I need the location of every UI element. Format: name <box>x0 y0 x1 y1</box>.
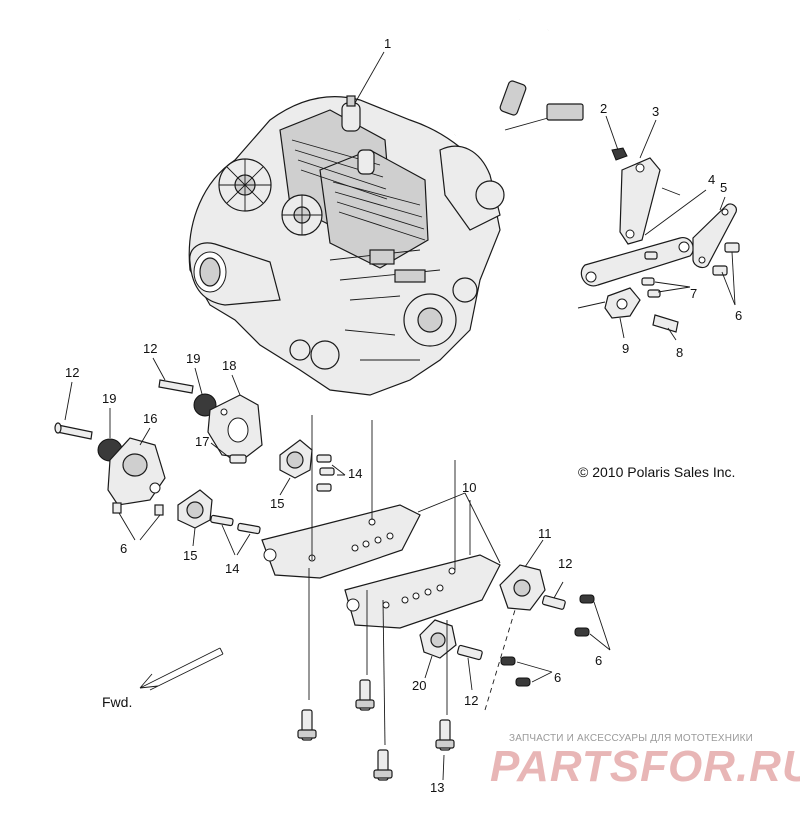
watermark-logo: PARTSFOR.RU <box>490 742 800 791</box>
callout-14-upper: 14 <box>348 466 362 481</box>
callout-7: 7 <box>690 286 697 301</box>
callout-19-upper: 19 <box>186 351 200 366</box>
callout-17: 17 <box>195 434 209 449</box>
watermark-tagline: ЗАПЧАСТИ И АКСЕССУАРЫ ДЛЯ МОТОТЕХНИКИ <box>509 733 754 744</box>
right-bolt-group <box>456 581 611 711</box>
callout-16: 16 <box>143 411 157 426</box>
callout-19-left: 19 <box>102 391 116 406</box>
callout-8: 8 <box>676 345 683 360</box>
callout-12-right: 12 <box>558 556 572 571</box>
callout-6-right-upper: 6 <box>595 653 602 668</box>
callout-12-bottom: 12 <box>464 693 478 708</box>
callout-6-upper: 6 <box>735 308 742 323</box>
callout-9: 9 <box>622 341 629 356</box>
callout-10: 10 <box>462 480 476 495</box>
callout-6-left: 6 <box>120 541 127 556</box>
callout-3: 3 <box>652 104 659 119</box>
callout-15-upper: 15 <box>270 496 284 511</box>
callout-14-lower: 14 <box>225 561 239 576</box>
rubber-mount-upper <box>279 439 346 492</box>
rubber-mount-lower <box>177 489 261 556</box>
mount-20 <box>419 619 457 679</box>
callout-12-left: 12 <box>65 365 79 380</box>
lower-stud-group <box>297 415 471 781</box>
copyright-notice: © 2010 Polaris Sales Inc. <box>578 464 736 480</box>
left-mount-group <box>54 422 166 541</box>
engine-assembly <box>188 19 584 396</box>
callout-5: 5 <box>720 180 727 195</box>
mount-11 <box>499 539 546 611</box>
callout-12-upper: 12 <box>143 341 157 356</box>
upper-right-bracket-group <box>577 115 740 341</box>
callout-20: 20 <box>412 678 426 693</box>
forward-label: Fwd. <box>102 694 133 710</box>
callout-2: 2 <box>600 101 607 116</box>
callout-labels: 1 2 3 4 5 6 7 8 9 6 12 19 18 12 19 16 17… <box>64 36 742 795</box>
callout-4: 4 <box>708 172 715 187</box>
callout-11: 11 <box>538 526 552 541</box>
callout-1: 1 <box>384 36 391 51</box>
callout-18: 18 <box>222 358 236 373</box>
forward-direction-arrow-icon <box>139 647 224 691</box>
callout-6-right-lower: 6 <box>554 670 561 685</box>
callout-13: 13 <box>430 780 444 795</box>
mid-left-mount-group <box>158 379 263 464</box>
callout-15-lower: 15 <box>183 548 197 563</box>
engine-mount-brackets <box>261 492 501 629</box>
